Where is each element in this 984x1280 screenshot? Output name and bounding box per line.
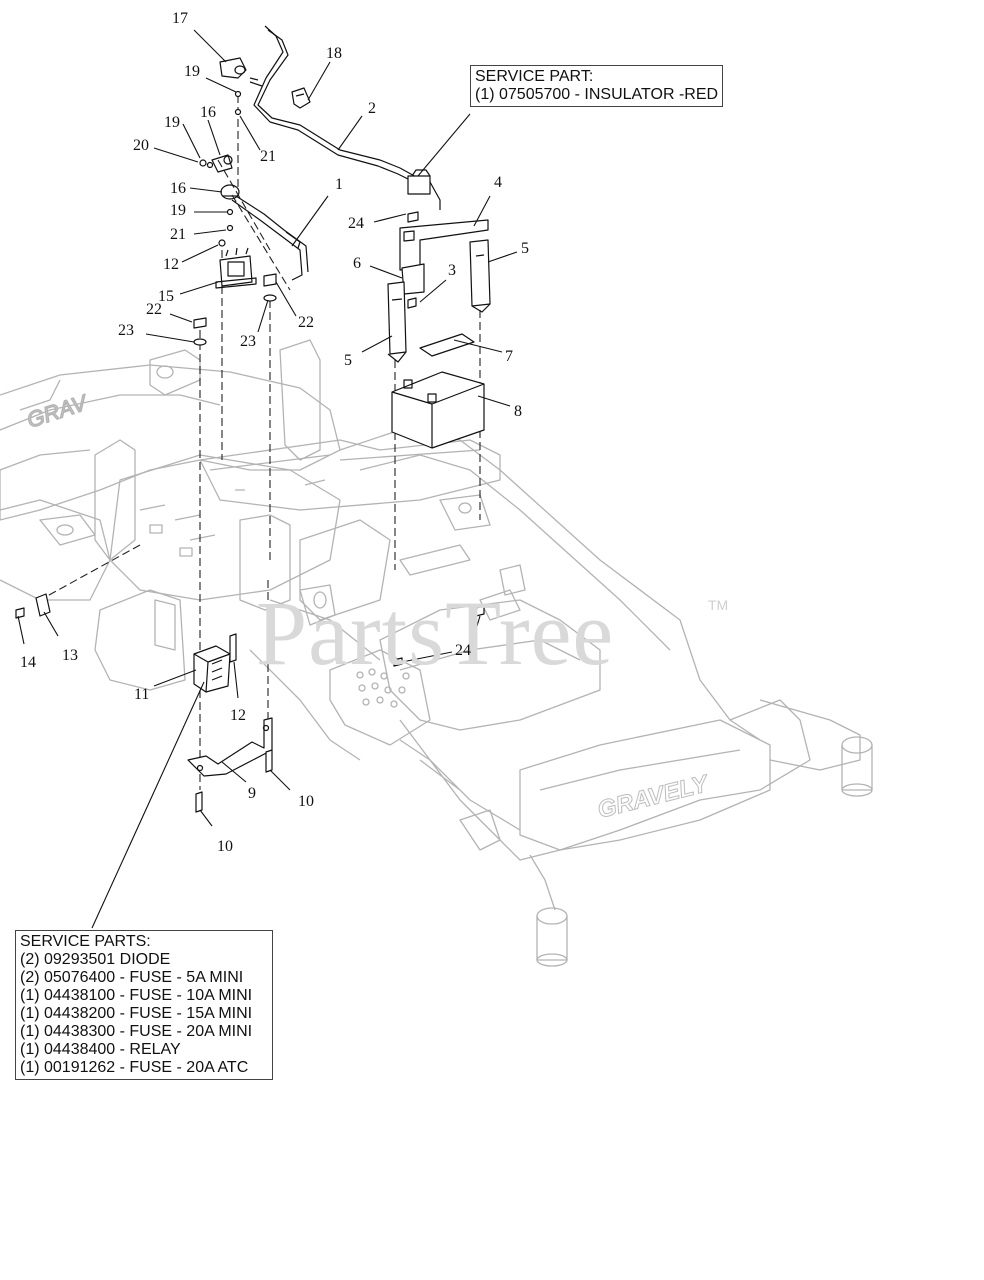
part-19-washer-2 [206,161,214,169]
callout-19-top: 19 [184,63,200,80]
part-4-bracket [399,219,489,271]
part-24-screw-upper [407,211,419,223]
callout-4: 4 [494,174,502,191]
part-15-solenoid [215,247,257,289]
callout-10-left: 10 [217,838,233,855]
callout-22-right: 22 [298,314,314,331]
frame-brand-text: GRAVELY [595,770,713,824]
parts-artwork [15,25,491,813]
callout-21-upper: 21 [260,148,276,165]
callout-13: 13 [62,647,78,664]
part-23-washer-left [193,338,207,346]
part-5-strap-right [469,239,491,313]
part-19-washer [234,90,242,98]
part-14-screw [15,607,25,619]
callout-1: 1 [335,176,343,193]
callout-7: 7 [505,348,513,365]
part-5-strap-left [387,281,407,363]
part-12-screw-lower [229,633,237,663]
callout-12-lower: 12 [230,707,246,724]
service-part-heading: SERVICE PART: [475,68,594,85]
part-21-lockwasher [234,108,242,116]
callout-15: 15 [158,288,174,305]
callout-6: 6 [353,255,361,272]
callout-19-mid: 19 [164,114,180,131]
svg-text:GRAV: GRAV [24,389,92,432]
watermark: PartsTree [256,582,615,684]
part-2-cable [249,25,441,210]
service-parts-heading: SERVICE PARTS: [20,933,151,950]
part-3-nut [407,297,417,309]
callout-3: 3 [448,262,456,279]
callout-17: 17 [172,10,188,27]
part-6-clamp [401,263,425,295]
part-17-terminal-boot [219,57,247,79]
part-20-nut [199,159,207,167]
part-24-screw-middle [475,605,485,617]
part-10-screw-right [265,749,273,773]
part-19-washer-3 [226,208,234,216]
service-parts-line: (1) 04438100 - FUSE - 10A MINI [20,987,253,1004]
callout-18: 18 [326,45,342,62]
part-11-fuse-block [193,645,231,693]
service-parts-line: (1) 04438300 - FUSE - 20A MINI [20,1023,253,1040]
part-10-screw-left [195,791,203,813]
callout-22-left: 22 [146,301,162,318]
callout-24-upper: 24 [348,215,364,232]
part-21-lockwasher-2 [226,224,234,232]
part-9-bracket [187,717,273,777]
part-24-screw-lower [393,657,403,667]
callout-16-lower: 16 [170,180,186,197]
callout-21-lower: 21 [170,226,186,243]
part-23-washer-right [263,294,277,302]
callout-14: 14 [20,654,36,671]
part-22-nut-left [193,317,207,329]
callout-24-lower: 24 [455,642,471,659]
part-13-bracket [35,593,51,617]
service-parts-line: (1) 00191262 - FUSE - 20A ATC [20,1059,249,1076]
callout-20: 20 [133,137,149,154]
part-7-pad [419,333,475,357]
part-22-nut-right [263,273,277,287]
callout-23-left: 23 [118,322,134,339]
callout-8: 8 [514,403,522,420]
part-12-screw [218,239,226,247]
callout-9: 9 [248,785,256,802]
callout-16-upper: 16 [200,104,216,121]
part-18-clip [291,87,311,109]
service-parts-line: (2) 05076400 - FUSE - 5A MINI [20,969,244,986]
part-1-cable [231,195,309,281]
service-parts-line: (1) 04438400 - RELAY [20,1041,181,1058]
service-parts-line: (2) 09293501 DIODE [20,951,171,968]
callout-12-upper: 12 [163,256,179,273]
service-parts-box-fuse-block: SERVICE PARTS: (2) 09293501 DIODE (2) 05… [15,930,274,1080]
service-part-box-insulator: SERVICE PART: (1) 07505700 - INSULATOR -… [470,65,724,107]
watermark-trademark: TM [708,597,729,613]
callout-5-right: 5 [521,240,529,257]
part-8-battery [391,371,485,449]
callout-23-right: 23 [240,333,256,350]
assembly-lines [39,95,481,790]
callout-19-lower: 19 [170,202,186,219]
callout-10-right: 10 [298,793,314,810]
part-16-terminal-upper [211,154,233,173]
service-part-line: (1) 07505700 - INSULATOR -RED [475,86,719,103]
service-parts-line: (1) 04438200 - FUSE - 15A MINI [20,1005,253,1022]
callout-2: 2 [368,100,376,117]
callout-5-left: 5 [344,352,352,369]
leader-lines [17,29,518,929]
callout-11: 11 [134,686,150,703]
